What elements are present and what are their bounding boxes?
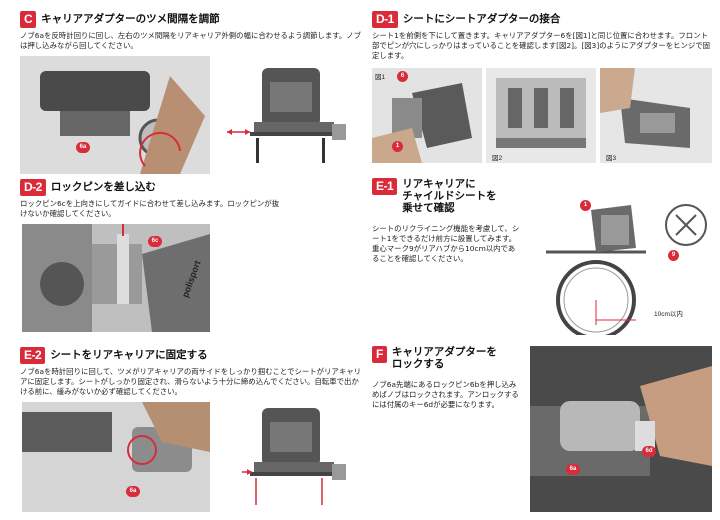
section-f: F キャリアアダプターを ロックする ノブ6a先端にあるロックピン6bを押し込み… <box>372 346 532 410</box>
callout-6: 6 <box>397 71 408 82</box>
section-f-title-line2: ロックする <box>391 358 445 370</box>
section-e2: E-2 シートをリアキャリアに固定する ノブ6aを時計回りに回して、ツメがリアキ… <box>20 346 365 397</box>
section-d2-header: D-2 ロックピンを差し込む <box>20 178 365 196</box>
fig2-label: 図2 <box>492 155 503 162</box>
callout-6a-f: 6a <box>566 464 580 475</box>
section-d1-header: D-1 シートにシートアダプターの接合 <box>372 10 712 28</box>
section-e1-title-line1: リアキャリアに <box>402 178 476 190</box>
section-e1-title-line3: 乗せて確認 <box>402 202 455 214</box>
section-e1-photo: 1 9 10cm以内 <box>536 190 712 340</box>
section-e2-photo: 6a <box>22 402 210 512</box>
section-c-body: ノブ6aを反時計回りに回し、左右のツメ間隔をリアキャリア外側の幅に合わせるよう調… <box>20 31 362 50</box>
callout-6a-e2: 6a <box>126 486 140 497</box>
section-c-badge: C <box>20 10 37 28</box>
section-f-badge: F <box>372 346 387 363</box>
section-d1: D-1 シートにシートアダプターの接合 シート1を前側を下にして置きます。キャリ… <box>372 10 712 61</box>
section-e2-diagram <box>222 400 352 510</box>
section-e1-body: シートのリクライニング機能を考慮して、シート1をできるだけ前方に設置してみます。… <box>372 224 520 263</box>
callout-6d: 6d <box>642 446 656 457</box>
section-d1-body: シート1を前側を下にして置きます。キャリアアダプター6を[図1]と同じ位置に合わ… <box>372 31 711 60</box>
section-f-photo: 6a 6d <box>530 346 712 512</box>
callout-6a: 6a <box>76 142 90 153</box>
section-e2-title: シートをリアキャリアに固定する <box>50 349 208 361</box>
section-f-title-line1: キャリアアダプターを <box>391 346 497 358</box>
callout-6c: 6c <box>148 236 162 247</box>
section-e1: E-1 リアキャリアに チャイルドシートを 乗せて確認 シートのリクライニング機… <box>372 178 532 264</box>
section-c-diagram <box>222 60 352 170</box>
section-f-body: ノブ6a先端にあるロックピン6bを押し込みめばノブはロックされます。アンロックす… <box>372 380 519 409</box>
section-d1-title: シートにシートアダプターの接合 <box>402 13 561 25</box>
callout-1-e1: 1 <box>580 200 591 211</box>
section-c-photo: 6a <box>20 56 210 174</box>
section-d2-body: ロックピン6cを上向きにしてガイドに合わせて差し込みます。ロックピンが抜けないか… <box>20 199 280 218</box>
d1-figure-3: 図3 <box>600 68 712 163</box>
d1-figure-1: 図1 6 1 <box>372 68 482 163</box>
section-d2-badge: D-2 <box>20 178 46 196</box>
section-e2-header: E-2 シートをリアキャリアに固定する <box>20 346 365 364</box>
fig1-label: 図1 <box>375 74 386 81</box>
section-e2-badge: E-2 <box>20 346 46 364</box>
callout-1: 1 <box>392 141 403 152</box>
fig3-label: 図3 <box>606 155 617 162</box>
section-e1-title-line2: チャイルドシートを <box>402 190 497 202</box>
section-d2-title: ロックピンを差し込む <box>50 181 156 193</box>
section-c: C キャリアアダプターのツメ間隔を調節 ノブ6aを反時計回りに回し、左右のツメ間… <box>20 10 365 51</box>
section-d2: D-2 ロックピンを差し込む ロックピン6cを上向きにしてガイドに合わせて差し込… <box>20 178 365 219</box>
callout-9: 9 <box>668 250 679 261</box>
section-e1-badge: E-1 <box>372 178 398 195</box>
section-c-header: C キャリアアダプターのツメ間隔を調節 <box>20 10 365 28</box>
section-d2-photo: 6c polisport <box>22 224 210 332</box>
section-d1-badge: D-1 <box>372 10 398 28</box>
section-e2-body: ノブ6aを時計回りに回して、ツメがリアキャリアの両サイドをしっかり掴むことでシー… <box>20 367 361 396</box>
distance-label: 10cm以内 <box>654 311 683 318</box>
d1-figure-2: 図2 <box>486 68 596 163</box>
section-c-title: キャリアアダプターのツメ間隔を調節 <box>41 13 220 25</box>
